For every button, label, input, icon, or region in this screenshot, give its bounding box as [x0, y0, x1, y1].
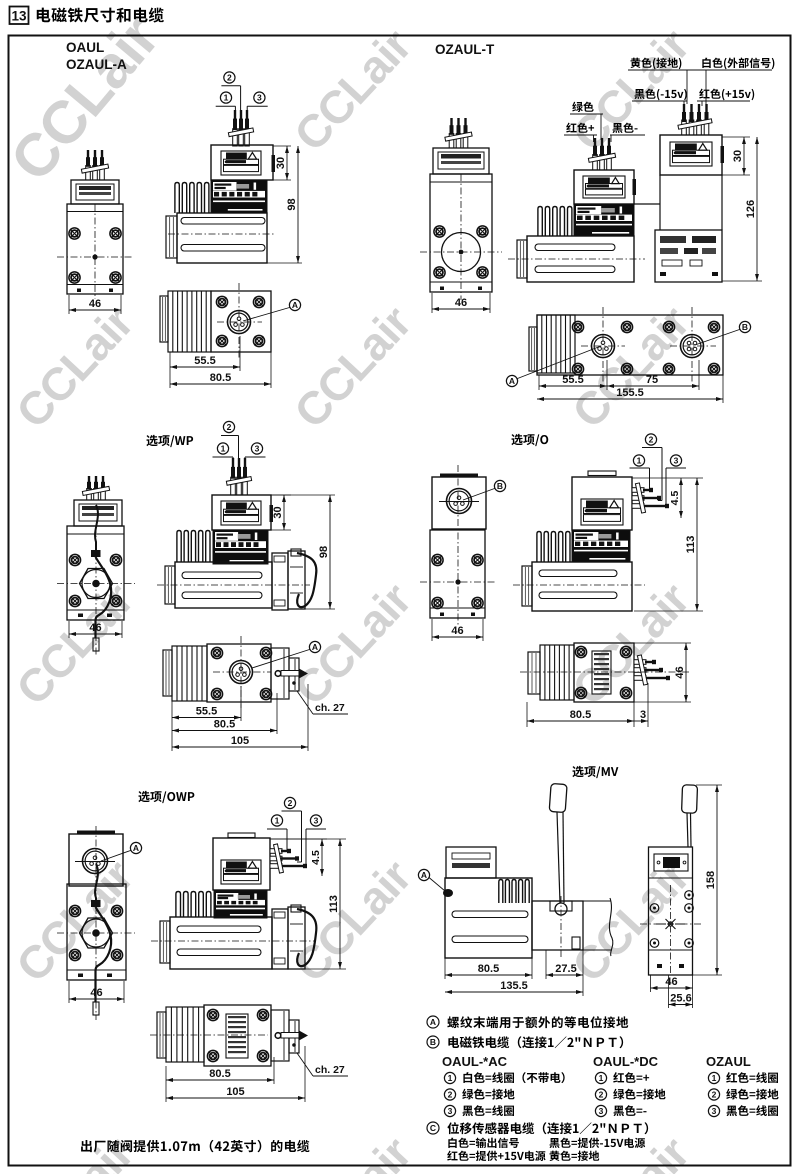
- svg-text:46: 46: [674, 666, 686, 678]
- svg-text:158: 158: [705, 871, 717, 889]
- svg-text:3: 3: [314, 816, 319, 826]
- svg-text:2: 2: [227, 73, 232, 83]
- svg-text:3: 3: [674, 456, 679, 466]
- svg-text:1: 1: [275, 816, 280, 826]
- svg-text:27.5: 27.5: [555, 963, 576, 975]
- svg-text:46: 46: [89, 298, 101, 310]
- svg-text:55.5: 55.5: [194, 355, 215, 367]
- svg-text:1: 1: [599, 1073, 604, 1083]
- svg-text:3: 3: [712, 1106, 717, 1116]
- svg-text:155.5: 155.5: [616, 387, 644, 399]
- svg-text:75: 75: [646, 374, 658, 386]
- svg-text:80.5: 80.5: [478, 963, 499, 975]
- svg-text:1: 1: [637, 456, 642, 466]
- svg-text:46: 46: [455, 297, 467, 309]
- svg-text:1: 1: [224, 93, 229, 103]
- svg-text:A: A: [509, 376, 515, 386]
- svg-text:A: A: [430, 1017, 436, 1027]
- svg-text:80.5: 80.5: [210, 372, 231, 384]
- svg-text:A: A: [421, 870, 427, 880]
- svg-text:105: 105: [231, 735, 249, 747]
- svg-text:3: 3: [255, 444, 260, 454]
- svg-text:98: 98: [286, 198, 298, 210]
- svg-text:OAUL: OAUL: [66, 40, 104, 55]
- svg-text:C: C: [430, 1123, 436, 1133]
- svg-text:25.6: 25.6: [670, 993, 691, 1005]
- svg-text:126: 126: [745, 200, 757, 218]
- svg-text:B: B: [742, 322, 748, 332]
- svg-text:2: 2: [227, 422, 232, 432]
- svg-text:55.5: 55.5: [562, 374, 583, 386]
- svg-text:B: B: [497, 481, 503, 491]
- svg-text:30: 30: [275, 157, 287, 169]
- svg-text:105: 105: [226, 1086, 244, 1098]
- svg-text:OAUL-*DC: OAUL-*DC: [593, 1054, 659, 1069]
- svg-text:B: B: [430, 1037, 436, 1047]
- svg-text:OZAUL-A: OZAUL-A: [66, 57, 127, 72]
- svg-text:80.5: 80.5: [209, 1068, 230, 1080]
- svg-text:OZAUL-T: OZAUL-T: [435, 42, 495, 57]
- svg-text:46: 46: [89, 622, 101, 634]
- svg-text:80.5: 80.5: [570, 709, 591, 721]
- svg-text:A: A: [133, 843, 139, 853]
- svg-text:135.5: 135.5: [500, 980, 528, 992]
- svg-text:4.5: 4.5: [669, 491, 681, 506]
- svg-text:2: 2: [649, 435, 654, 445]
- svg-text:3: 3: [599, 1106, 604, 1116]
- svg-text:46: 46: [90, 987, 102, 999]
- svg-text:2: 2: [448, 1090, 453, 1100]
- svg-text:2: 2: [599, 1090, 604, 1100]
- svg-text:ch. 27: ch. 27: [315, 1064, 345, 1076]
- svg-text:A: A: [292, 300, 298, 310]
- svg-text:OAUL-*AC: OAUL-*AC: [442, 1054, 508, 1069]
- svg-text:4.5: 4.5: [310, 850, 322, 865]
- svg-text:1: 1: [448, 1073, 453, 1083]
- svg-text:55.5: 55.5: [196, 706, 217, 718]
- svg-text:OZAUL: OZAUL: [706, 1054, 751, 1069]
- svg-text:ch. 27: ch. 27: [315, 702, 345, 714]
- svg-text:30: 30: [272, 506, 284, 518]
- svg-text:113: 113: [328, 895, 340, 913]
- svg-text:13: 13: [11, 9, 27, 24]
- svg-text:30: 30: [732, 150, 744, 162]
- svg-text:1: 1: [221, 444, 226, 454]
- svg-text:3: 3: [640, 709, 646, 721]
- svg-text:2: 2: [288, 798, 293, 808]
- svg-text:113: 113: [685, 536, 697, 554]
- svg-text:2: 2: [712, 1090, 717, 1100]
- svg-text:46: 46: [665, 976, 677, 988]
- svg-text:98: 98: [318, 546, 330, 558]
- svg-text:A: A: [312, 642, 318, 652]
- svg-text:1: 1: [712, 1073, 717, 1083]
- svg-text:3: 3: [257, 93, 262, 103]
- svg-text:46: 46: [451, 625, 463, 637]
- svg-text:80.5: 80.5: [214, 719, 235, 731]
- svg-text:3: 3: [448, 1106, 453, 1116]
